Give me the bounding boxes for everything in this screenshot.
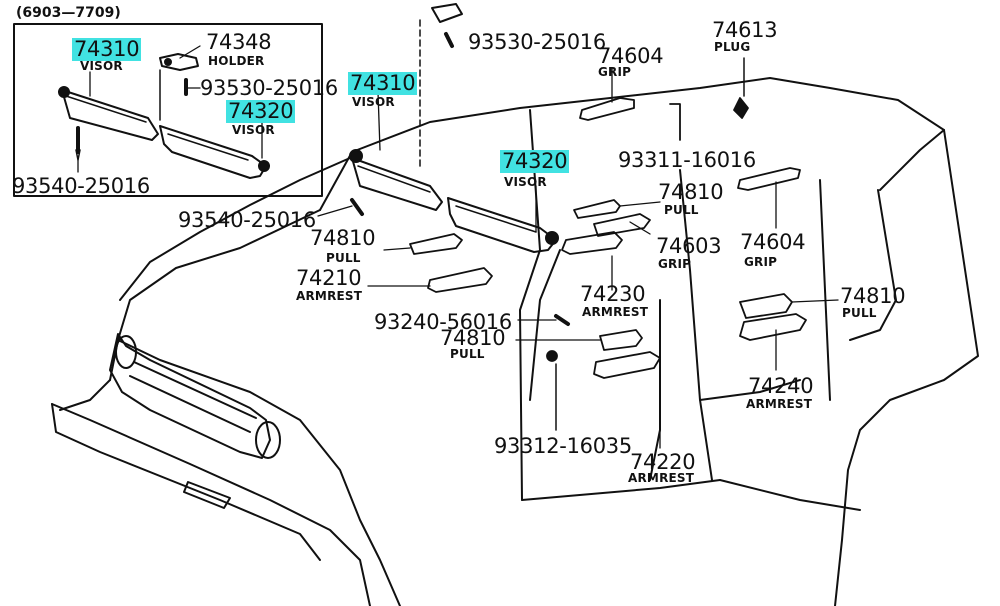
label-holder: HOLDER — [208, 54, 265, 68]
label-93530-top: 93530-25016 — [468, 30, 606, 54]
top-holder — [431, 3, 463, 23]
label-93240: 93240-56016 — [374, 310, 512, 334]
label-74310-main: 74310 — [348, 71, 418, 95]
vehicle-body — [51, 77, 979, 606]
label-armrest-bottom: ARMREST — [628, 471, 695, 485]
label-74320-inset: 74320 — [226, 99, 296, 123]
label-pull-top: PULL — [664, 203, 699, 217]
label-grip-right: GRIP — [744, 255, 778, 269]
label-74210: 74210 — [296, 266, 362, 290]
label-armrest-left: ARMREST — [296, 289, 363, 303]
label-93311: 93311-16016 — [618, 148, 756, 172]
label-grip-mid: GRIP — [658, 257, 692, 271]
interior-parts — [409, 57, 807, 431]
label-93540-inset: 93540-25016 — [12, 174, 150, 198]
date-range: (6903—7709) — [16, 5, 121, 21]
label-74348: 74348 — [206, 30, 272, 54]
label-74810-right: 74810 — [840, 284, 906, 308]
label-pull-left: PULL — [326, 251, 361, 265]
label-pull-right: PULL — [842, 306, 877, 320]
label-pull-center: PULL — [450, 347, 485, 361]
label-grip-top: GRIP — [598, 65, 632, 79]
label-74240: 74240 — [748, 374, 814, 398]
label-74230: 74230 — [580, 282, 646, 306]
label-74220: 74220 — [630, 450, 696, 474]
label-93530-inset: 93530-25016 — [200, 76, 338, 100]
leader-lines — [77, 45, 839, 449]
label-armrest-mid: ARMREST — [582, 305, 649, 319]
label-74310-inset: 74310 — [72, 37, 142, 61]
label-74604-right: 74604 — [740, 230, 806, 254]
main-visors — [349, 149, 559, 253]
label-74810-center: 74810 — [440, 326, 506, 350]
label-93540-main: 93540-25016 — [178, 208, 316, 232]
label-armrest-right: ARMREST — [746, 397, 813, 411]
label-93312: 93312-16035 — [494, 434, 632, 458]
label-74810-left: 74810 — [310, 226, 376, 250]
label-plug: PLUG — [714, 40, 751, 54]
inset-box — [13, 23, 323, 197]
label-74810-top: 74810 — [658, 180, 724, 204]
label-74613: 74613 — [712, 18, 778, 42]
label-74320-main: 74320 — [500, 149, 570, 173]
label-74604-top: 74604 — [598, 44, 664, 68]
label-visor-main-1: VISOR — [352, 95, 395, 109]
label-visor-inset-1: VISOR — [80, 59, 123, 73]
label-74603: 74603 — [656, 234, 722, 258]
label-visor-main-2: VISOR — [504, 175, 547, 189]
label-visor-inset-2: VISOR — [232, 123, 275, 137]
